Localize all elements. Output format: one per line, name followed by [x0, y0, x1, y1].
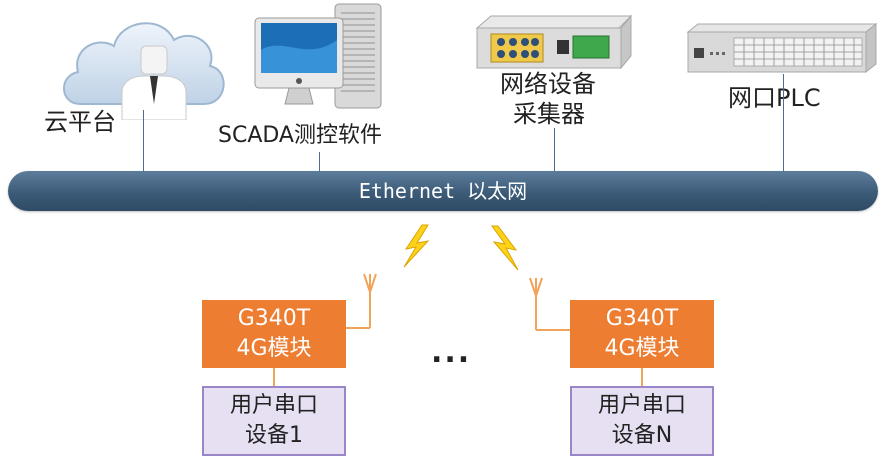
collector-drop-line: [554, 128, 555, 171]
module-right-connector: [641, 368, 643, 386]
module-left-connector: [273, 368, 275, 386]
scada-label: SCADA测控软件: [218, 123, 382, 148]
serial-device-right: 用户串口 设备N: [570, 386, 714, 456]
antenna-icon-right: [529, 277, 570, 331]
ellipsis: ...: [431, 335, 472, 370]
g340t-module-right: G340T 4G模块: [570, 300, 714, 368]
plc-drop-line: [783, 74, 784, 171]
device-right-line2: 设备N: [611, 423, 673, 448]
cloud-drop-line: [143, 110, 144, 171]
device-right-line1: 用户串口: [597, 393, 686, 418]
scada-drop-line: [319, 152, 320, 171]
plc-label: 网口PLC: [728, 84, 821, 112]
plc-device-icon: [686, 22, 878, 74]
g340t-module-left: G340T 4G模块: [202, 300, 346, 368]
module-right-line1: G340T: [605, 306, 679, 331]
ethernet-bus: Ethernet 以太网: [8, 171, 878, 211]
serial-device-left: 用户串口 设备1: [202, 386, 346, 456]
antenna-icon-left: [346, 273, 377, 329]
collector-device-icon: [475, 14, 633, 70]
collector-label-line2: 采集器: [513, 100, 585, 128]
module-left-line1: G340T: [237, 306, 311, 331]
wireless-lightning-icon-left: [403, 224, 430, 268]
device-left-line2: 设备1: [245, 423, 303, 448]
module-left-line2: 4G模块: [236, 336, 312, 361]
ethernet-bus-label: Ethernet 以太网: [358, 179, 528, 203]
scada-computer-icon: [254, 3, 382, 109]
module-right-line2: 4G模块: [604, 336, 680, 361]
wireless-lightning-icon-right: [491, 225, 519, 271]
cloud-user-icon: [63, 22, 225, 120]
collector-label-line1: 网络设备: [500, 70, 596, 98]
cloud-platform-label: 云平台: [44, 108, 116, 136]
device-left-line1: 用户串口: [229, 393, 318, 418]
